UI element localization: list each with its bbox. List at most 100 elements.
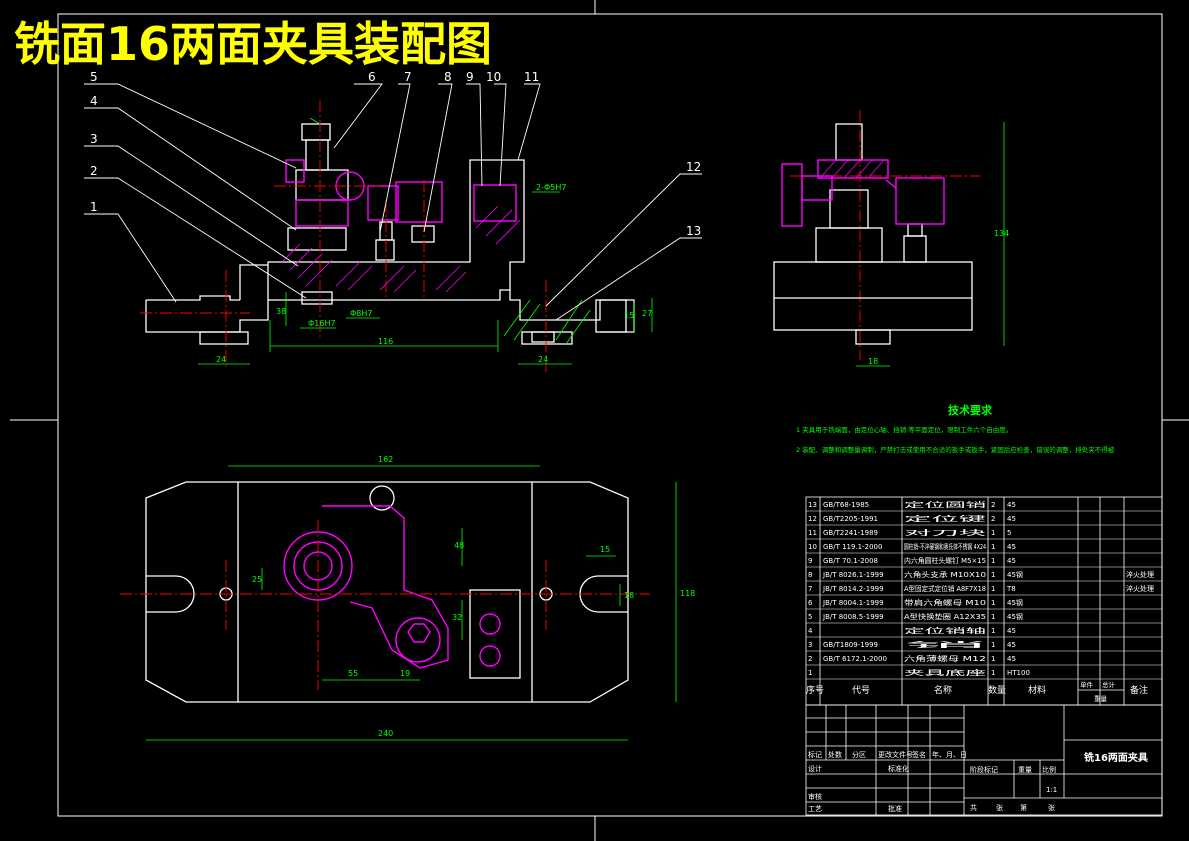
front-view: 5 4 3 2 1 6 7 8 9 10 11 12 13 [84,70,1005,372]
bom-cell-mat: 45钢 [1007,570,1023,579]
dim-front-right: 24 [538,355,548,364]
tb-sheet2: 张 [1048,803,1055,812]
dim-front-d1: Φ16H7 [308,319,336,328]
bom-cell-qty: 1 [991,557,995,565]
bom-cell-qty: 1 [991,585,995,593]
tech-heading: 技术要求 [948,403,993,417]
dim-plan-32: 32 [452,613,462,622]
tb-scale-value: 1:1 [1046,786,1057,794]
bom-cell-code: GB/T1809-1999 [823,641,878,649]
tech-requirements: 技术要求 1 夹具用于铣端面，由定位心轴、挡销 等平面定位，限制工件六个自由度。… [796,403,1115,454]
bom-cell-qty: 1 [991,543,995,551]
bom-cell-seq: 6 [808,599,813,607]
dim-plan-55: 55 [348,669,358,678]
bom-cell-code: GB/T 6172.1-2000 [823,655,887,663]
dim-tolerance: 2-Φ5H7 [536,183,566,192]
bom-cell-seq: 7 [808,585,812,593]
tb-sheet: 张 [996,803,1003,812]
balloon-7: 7 [404,70,412,84]
bom-cell-qty: 1 [991,613,995,621]
tb-weight: 重量 [1018,766,1032,774]
bom-cell-mat: 45 [1007,655,1016,663]
dim-plan-19: 19 [400,669,410,678]
tb-stage-mark: 阶段标记 [970,765,998,774]
tb-design: 设计 [808,764,822,773]
bom-header-single: 单件 [1080,680,1094,689]
bom-cell-mat: HT100 [1007,669,1030,677]
plan-view: 162 240 118 48 15 18 55 19 25 32 [120,455,695,741]
tb-standardize: 标准化 [888,764,909,773]
bom-cell-qty: 2 [991,515,995,523]
balloon-4: 4 [90,94,98,108]
balloon-1: 1 [90,200,98,214]
dim-front-d2: Φ8H7 [350,309,373,318]
balloon-3: 3 [90,132,98,146]
dim-side-height: 134 [994,229,1009,238]
balloon-12: 12 [686,160,701,174]
dim-front-left: 24 [216,355,226,364]
bom-cell-mat: 45钢 [1007,598,1023,607]
bom-header-total: 总计 [1102,680,1116,689]
balloon-2: 2 [90,164,98,178]
bom-cell-code: JB/T 8008.5-1999 [822,613,884,621]
dim-plan-height: 118 [680,589,695,598]
bom-cell-code: JB/T 8026.1-1999 [822,571,884,579]
dim-plan-top: 162 [378,455,393,464]
bom-cell-qty: 1 [991,627,995,635]
tb-scale: 比例 [1042,765,1056,774]
bom-cell-mat: 45 [1007,641,1016,649]
bom-header-weight: 重量 [1094,695,1108,703]
bom-cell-seq: 10 [808,543,817,551]
balloon-13: 13 [686,224,701,238]
bom-cell-qty: 1 [991,641,995,649]
bom-cell-qty: 1 [991,669,995,677]
bom-header-remark: 备注 [1130,684,1148,696]
dim-plan-15: 15 [600,545,610,554]
bom-cell-mat: 45 [1007,557,1016,565]
dim-plan-width: 240 [378,729,393,738]
bom-cell-mat: 5 [1007,529,1011,537]
balloon-6: 6 [368,70,376,84]
bom-cell-name: 六角薄螺母 M12 [904,654,986,663]
bom-cell-seq: 4 [808,627,813,635]
side-view: 134 18 [773,123,1009,366]
bom-cell-code: GB/T2241-1989 [823,529,878,537]
bom-cell-name: 圆柱销-不淬硬钢和奥氏体不锈钢 4X24 [904,542,986,551]
bom-cell-name: 内六角圆柱头螺钉 M5×15 [904,556,986,565]
tb-review: 审核 [808,792,822,801]
bom-cell-code: GB/T 70.1-2008 [823,557,878,565]
dim-front-h2: 15 [624,311,634,320]
tb-sheets-total: 共 [970,803,977,812]
bom-cell-qty: 1 [991,599,995,607]
bom-cell-qty: 1 [991,529,995,537]
bom-cell-seq: 9 [808,557,812,565]
bom-header-qty: 数量 [988,684,1006,696]
drawing-title: 铣面16两面夹具装配图 [14,17,492,71]
bom-cell-name: 定位圆销 [904,500,986,509]
tb-zone: 分区 [852,750,866,759]
bom-cell-seq: 12 [808,515,817,523]
tb-mark: 标记 [808,750,822,759]
bom-header-name: 名称 [934,684,952,696]
bom-cell-name: 六角头支承 M10X10 [904,570,986,579]
tech-line-2: 2 装配、调整和调整量调制，严禁打击或使用不合适的扳手或扳手，紧固后应检查，错误… [796,445,1115,454]
tb-process: 工艺 [808,805,822,813]
bom-cell-seq: 8 [808,571,812,579]
bom-cell-seq: 3 [808,641,812,649]
bom-cell-seq: 13 [808,501,817,509]
tb-sheet-no: 第 [1020,803,1027,812]
bom-cell-code: GB/T68-1985 [823,501,869,509]
tb-approve: 批准 [888,804,902,813]
bom-cell-mat: 45钢 [1007,612,1023,621]
bom-cell-seq: 5 [808,613,812,621]
bom-cell-name: 对刀块 [904,528,986,537]
tech-line-1: 1 夹具用于铣端面，由定位心轴、挡销 等平面定位，限制工件六个自由度。 [796,425,1012,434]
tb-date: 年、月、日 [932,750,967,759]
dim-front-h1: 38 [276,307,286,316]
dim-side-bottom: 18 [868,357,878,366]
bom-cell-seq: 11 [808,529,817,537]
bom-header-code: 代号 [852,685,870,696]
bom-cell-mat: T8 [1006,585,1016,593]
dim-front-h3: 27 [642,309,652,318]
